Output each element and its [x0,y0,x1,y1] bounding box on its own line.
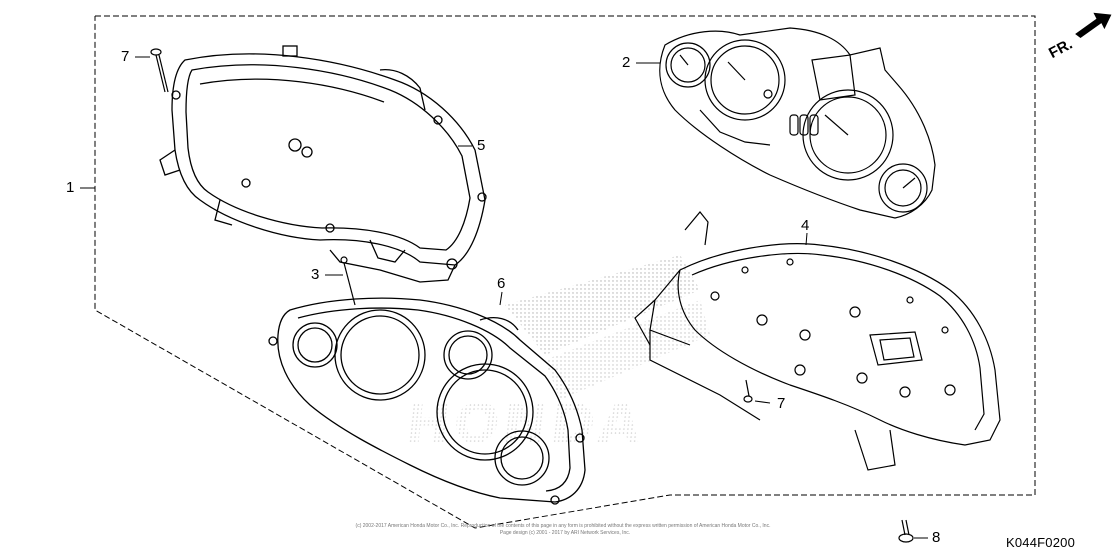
screw-three [340,256,356,306]
meter-cover-part [159,45,487,283]
copyright-line-1: (c) 2002-2017 American Honda Motor Co., … [355,523,771,529]
diagram-code: K044F0200 [1006,535,1076,550]
honda-watermark: HONDA [402,392,646,455]
screw-eight [898,519,914,543]
front-direction-arrow-icon [1075,12,1112,39]
screw-top-left [150,48,169,93]
meter-panel-part [268,297,586,505]
callout-5: 5 [477,137,486,154]
callout-6: 6 [497,275,506,292]
callout-7-bottom: 7 [777,395,786,412]
meter-unit-part [659,27,936,219]
assembly-boundary [94,15,1036,529]
callout-4: 4 [801,217,810,234]
copyright-line-2: Page design (c) 2001 - 2017 by ARI Netwo… [499,530,631,536]
meter-case-part [634,211,1001,471]
screw-bottom [743,379,753,403]
projection-dots-lower [545,300,710,400]
callout-3: 3 [311,266,320,283]
callout-7-top: 7 [121,48,130,65]
callout-2: 2 [622,54,631,71]
callout-1: 1 [66,179,75,196]
leader-lines [80,56,928,539]
callout-8: 8 [932,529,941,546]
projection-dots [505,255,700,355]
